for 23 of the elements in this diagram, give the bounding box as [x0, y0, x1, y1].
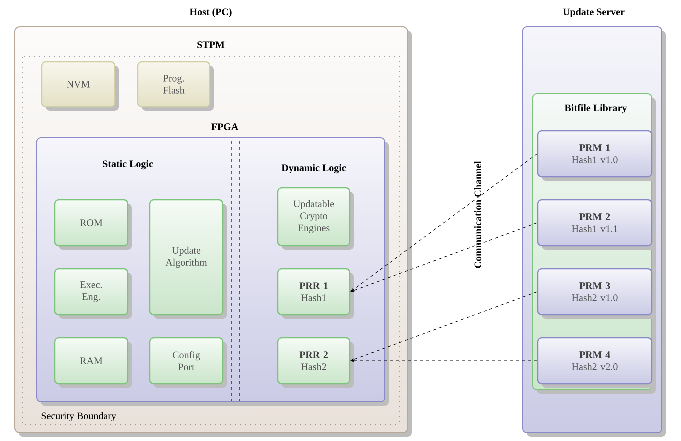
heading: Dynamic Logic — [282, 164, 346, 174]
heading: Bitfile Library — [564, 104, 628, 114]
heading: STPM — [198, 42, 225, 48]
memory-box: Prog. Flash — [137, 61, 214, 111]
module-box: PRM 2 Hash1 v1.1 — [537, 199, 656, 250]
region-block: PRR 2 Hash2 — [277, 337, 354, 388]
logic-block: Config Port — [149, 337, 227, 388]
logic-block: ROM — [54, 199, 132, 250]
heading: FPGA — [212, 124, 239, 130]
heading: Update Server — [563, 8, 625, 18]
module-box: PRM 3 Hash2 v1.0 — [537, 268, 656, 319]
heading: Static Logic — [103, 160, 154, 170]
logic-block: Update Algorithm — [149, 199, 227, 319]
module-box: PRM 1 Hash1 v1.0 — [537, 130, 656, 181]
logic-block: Updatable Crypto Engines — [277, 187, 354, 250]
logic-block: RAM — [54, 337, 132, 388]
module-box: PRM 4 Hash2 v2.0 — [537, 337, 656, 388]
boundary-label: Security Boundary — [42, 412, 116, 422]
heading: Host (PC) — [190, 8, 232, 18]
channel-label: Communication Channel — [474, 161, 482, 268]
region-block: PRR 1 Hash1 — [277, 268, 354, 319]
logic-block: Exec. Eng. — [54, 268, 132, 319]
memory-box: NVM — [41, 61, 119, 111]
